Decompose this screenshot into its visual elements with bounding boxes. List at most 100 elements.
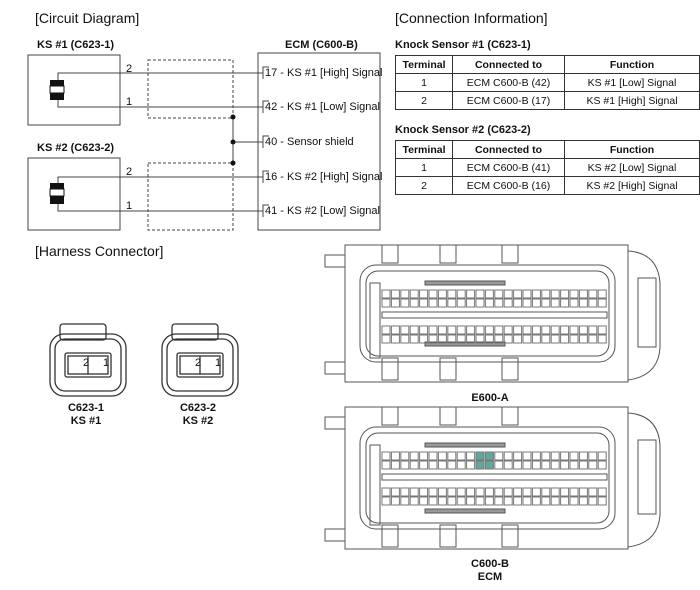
pin-cell <box>409 496 419 506</box>
pin-cell <box>578 487 588 497</box>
pin-cell <box>560 460 570 470</box>
pin-cell <box>503 298 513 308</box>
pin-cell <box>381 460 391 470</box>
pin-cell <box>466 334 476 344</box>
pin-cell <box>466 289 476 299</box>
pin-cell <box>541 334 551 344</box>
cell: KS #2 [High] Signal <box>564 176 700 195</box>
pin-cell <box>381 298 391 308</box>
pin-cell <box>381 289 391 299</box>
c623-2-name: C623-2 <box>179 402 217 414</box>
pin-cell <box>409 460 419 470</box>
pin-cell <box>531 460 541 470</box>
pin-cell <box>560 325 570 335</box>
pin-cell <box>588 289 598 299</box>
c623-2-pin-2: 2 <box>195 357 202 369</box>
harness-connector-title: [Harness Connector] <box>35 243 164 259</box>
ks2-label: KS #2 (C623-2) <box>37 142 115 154</box>
pin-cell <box>597 334 607 344</box>
pin-cell <box>475 289 485 299</box>
c623-1-connector <box>49 323 127 397</box>
pin-cell <box>531 298 541 308</box>
pin-cell <box>541 325 551 335</box>
pin-cell <box>522 289 532 299</box>
pin-cell <box>437 487 447 497</box>
pin-cell <box>475 325 485 335</box>
c600-b-name: C600-B <box>471 558 509 570</box>
pin-cell <box>447 487 457 497</box>
pin-cell <box>475 496 485 506</box>
pin-cell <box>419 289 429 299</box>
ks1-sensor-icon <box>49 80 65 100</box>
pin-cell <box>428 334 438 344</box>
pin-cell <box>531 451 541 461</box>
pin-cell <box>475 487 485 497</box>
pin-cell <box>494 451 504 461</box>
pin-cell <box>381 496 391 506</box>
pin-cell <box>419 487 429 497</box>
pin-cell <box>588 487 598 497</box>
pin-cell <box>503 325 513 335</box>
pin-cell <box>466 298 476 308</box>
pin-cell <box>569 487 579 497</box>
ks1-pin-2: 2 <box>126 63 133 75</box>
pin-cell <box>531 289 541 299</box>
pin-cell <box>390 451 400 461</box>
pin-cell <box>475 460 485 470</box>
e600-a-connector <box>324 244 661 383</box>
pin-cell <box>381 487 391 497</box>
pin-cell <box>409 325 419 335</box>
pin-cell <box>522 451 532 461</box>
pin-cell <box>419 451 429 461</box>
pin-cell <box>550 460 560 470</box>
knock-sensor-connectors <box>49 323 239 397</box>
pin-cell <box>456 325 466 335</box>
pin-cell <box>503 451 513 461</box>
c623-2-pin-1: 1 <box>215 357 222 369</box>
pin-cell <box>456 334 466 344</box>
pin-cell <box>390 334 400 344</box>
pin-cell <box>494 496 504 506</box>
pin-cell <box>531 496 541 506</box>
ks1-pin-1: 1 <box>126 96 133 108</box>
pin-cell <box>494 298 504 308</box>
shield-2 <box>147 162 234 231</box>
ks2-pin-2: 2 <box>126 166 133 178</box>
pin-cell <box>475 298 485 308</box>
pin-cell <box>541 289 551 299</box>
connection-info-title: [Connection Information] <box>395 10 548 26</box>
pin-cell <box>522 334 532 344</box>
pin-cell <box>522 325 532 335</box>
pin-cell <box>484 496 494 506</box>
pin-cell <box>494 334 504 344</box>
header-function: Function <box>564 140 700 159</box>
pin-cell <box>437 298 447 308</box>
header-terminal: Terminal <box>395 55 453 74</box>
ks1-table-title: Knock Sensor #1 (C623-1) <box>395 39 531 51</box>
pin-cell <box>475 334 485 344</box>
pin-cell <box>569 298 579 308</box>
pin-cell <box>569 496 579 506</box>
pin-cell <box>541 298 551 308</box>
pin-cell <box>400 496 410 506</box>
pin-cell <box>541 496 551 506</box>
pin-cell <box>390 487 400 497</box>
pin-cell <box>569 325 579 335</box>
pin-cell <box>513 460 523 470</box>
pin-cell <box>390 460 400 470</box>
ecm-pin-17: 17 - KS #1 [High] Signal <box>265 67 383 79</box>
pin-cell <box>550 325 560 335</box>
pin-cell <box>560 298 570 308</box>
pin-cell <box>494 325 504 335</box>
cell: ECM C600-B (16) <box>452 176 565 195</box>
cell: KS #1 [Low] Signal <box>564 73 700 92</box>
pin-cell <box>494 487 504 497</box>
ks2-sensor-icon <box>49 183 65 204</box>
pin-cell <box>447 451 457 461</box>
pin-cell <box>419 460 429 470</box>
pin-cell <box>578 289 588 299</box>
pin-cell <box>513 496 523 506</box>
pin-cell <box>390 298 400 308</box>
pin-cell <box>466 487 476 497</box>
